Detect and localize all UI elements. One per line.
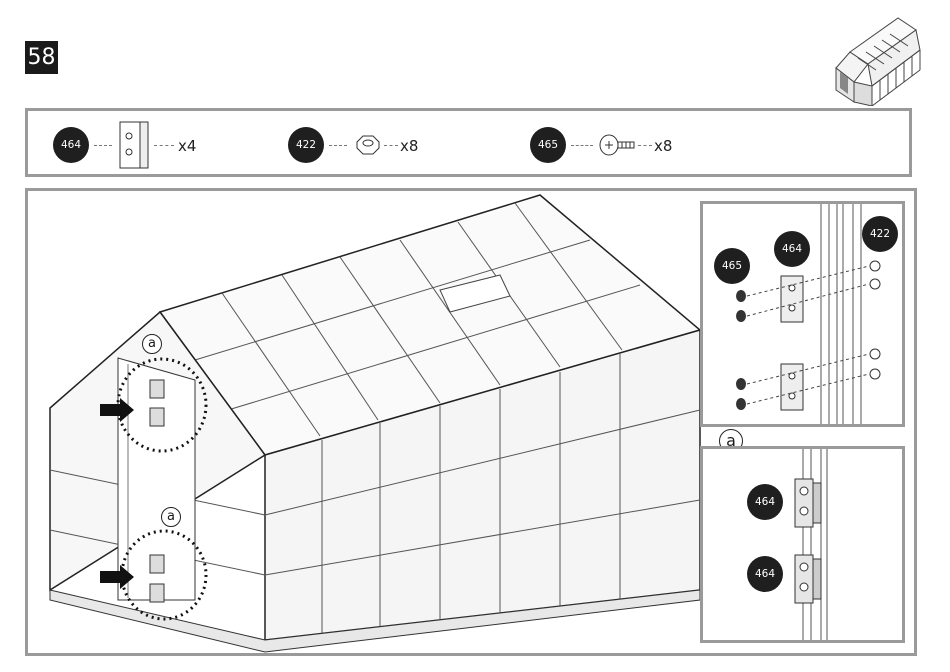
detail-panel-hinge-assembly: 465 464 422 [700, 201, 905, 427]
part-label-465: 465 [714, 248, 750, 284]
detail-panel-hinge-closeup: 464 464 [700, 446, 905, 643]
part-label-464: 464 [747, 484, 783, 520]
part-label-422: 422 [862, 216, 898, 252]
callout-marker: a [142, 334, 162, 354]
part-label-464: 464 [747, 556, 783, 592]
part-label-464: 464 [774, 231, 810, 267]
callout-marker: a [161, 507, 181, 527]
hinge-closeup-drawing [703, 449, 902, 640]
